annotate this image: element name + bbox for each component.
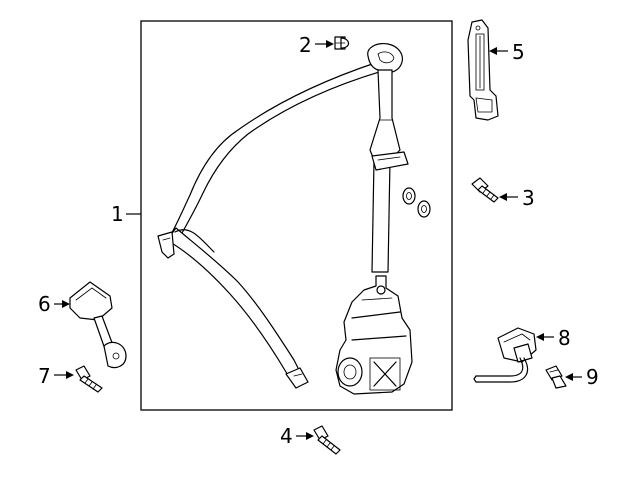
callout-8: 8 (536, 326, 571, 350)
callout-number-5: 5 (512, 40, 525, 64)
callout-number-8: 8 (558, 326, 571, 350)
callout-number-4: 4 (280, 424, 293, 448)
bolt-part-7 (75, 365, 103, 393)
callout-7: 7 (38, 364, 74, 388)
bolt-part-9 (545, 365, 567, 389)
height-adjuster-part-5 (467, 19, 499, 121)
seat-belt-assembly (157, 43, 413, 395)
assembly-frame (140, 20, 453, 411)
washers (402, 187, 431, 218)
bolt-part-3 (471, 177, 499, 203)
screw-part-2 (334, 36, 350, 50)
callout-number-7: 7 (38, 364, 51, 388)
callout-number-6: 6 (38, 292, 51, 316)
buckle-anchor-part-8 (473, 327, 537, 383)
callout-number-3: 3 (522, 186, 535, 210)
callout-9: 9 (565, 365, 599, 389)
callout-number-9: 9 (586, 365, 599, 389)
callout-1: 1 (111, 202, 141, 226)
callout-number-1: 1 (111, 202, 124, 226)
bolt-part-4 (313, 425, 341, 455)
callout-number-2: 2 (299, 33, 312, 57)
callout-2: 2 (299, 33, 334, 57)
callout-5: 5 (489, 40, 525, 64)
callout-4: 4 (280, 424, 314, 448)
callout-3: 3 (499, 186, 535, 210)
callout-6: 6 (38, 292, 70, 316)
buckle-part-6 (69, 281, 127, 369)
